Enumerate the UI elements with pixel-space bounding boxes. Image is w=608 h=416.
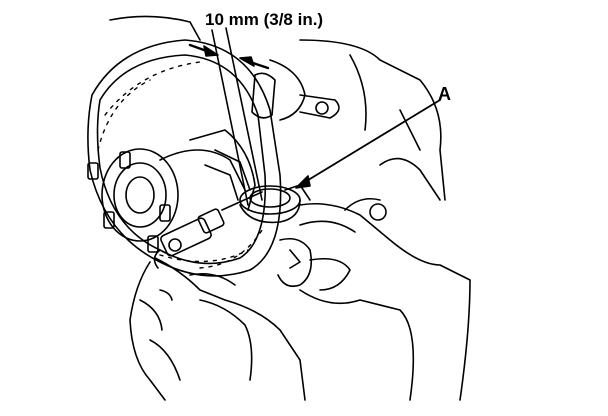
suspension-outline — [109, 15, 446, 201]
left-hand — [129, 257, 306, 401]
dimension-label: 10 mm (3/8 in.) — [205, 10, 324, 29]
part-a-leader-line — [295, 99, 441, 189]
lug-stud — [87, 151, 171, 253]
caliper-bracket — [189, 129, 256, 211]
part-a-label: A — [438, 84, 451, 104]
dial-indicator — [153, 191, 263, 269]
brake-disc — [87, 39, 282, 277]
right-hand — [277, 197, 471, 401]
dimension-arrows — [188, 43, 270, 70]
wheel-hub — [101, 148, 246, 242]
part-a — [239, 184, 311, 224]
gauge-rod — [211, 27, 263, 206]
